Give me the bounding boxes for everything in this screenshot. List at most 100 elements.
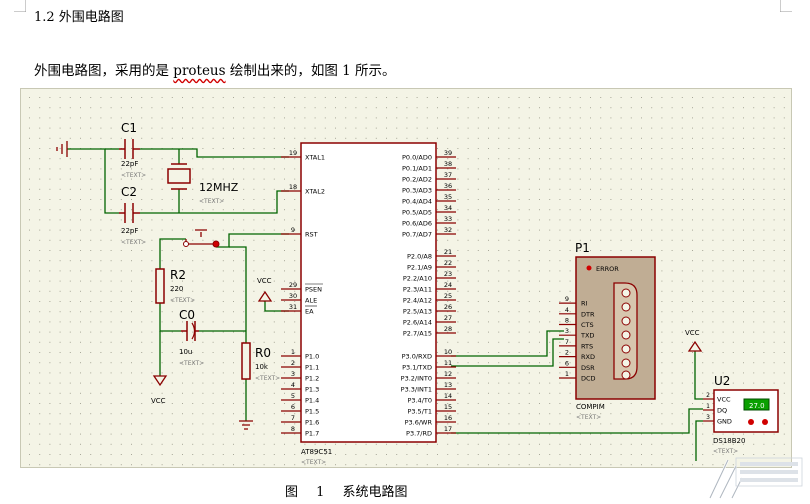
svg-text:3: 3 <box>706 414 710 421</box>
svg-text:P2.3/A11: P2.3/A11 <box>403 286 432 294</box>
svg-text:P3.7/RD: P3.7/RD <box>406 430 432 438</box>
capacitor-c2: C2 22pF <TEXT> <box>119 185 146 246</box>
svg-text:P0.7/AD7: P0.7/AD7 <box>402 231 432 239</box>
svg-text:P0.1/AD1: P0.1/AD1 <box>402 165 432 173</box>
svg-text:11: 11 <box>444 359 452 367</box>
svg-text:P2.5/A13: P2.5/A13 <box>403 308 432 316</box>
svg-text:35: 35 <box>444 193 452 201</box>
svg-text:TXD: TXD <box>580 332 594 340</box>
c2-ref: C2 <box>121 185 137 199</box>
mcu-pin-p10: 1P1.0 <box>281 348 319 361</box>
mcu-pin-p13: 4P1.3 <box>281 381 319 394</box>
svg-text:P0.2/AD2: P0.2/AD2 <box>402 176 432 184</box>
vcc-left-label: VCC <box>151 397 166 405</box>
svg-text:9: 9 <box>565 295 569 303</box>
r0-value: 10k <box>255 363 269 371</box>
vcc-right-label: VCC <box>685 329 700 337</box>
svg-text:16: 16 <box>444 414 452 422</box>
serial-port-compim: P1 ERROR 1DCD6DSR2RXD7RTS3TXD8CTS4DTR9RI… <box>559 241 656 421</box>
svg-text:23: 23 <box>444 270 452 278</box>
error-led-icon <box>586 265 592 271</box>
reset-button <box>183 229 220 248</box>
mcu-text: <TEXT> <box>301 459 326 466</box>
svg-text:P2.1/A9: P2.1/A9 <box>407 264 432 272</box>
svg-text:12: 12 <box>444 370 452 378</box>
svg-text:14: 14 <box>444 392 452 400</box>
svg-text:P2.6/A14: P2.6/A14 <box>403 319 432 327</box>
svg-text:P1.3: P1.3 <box>305 386 319 394</box>
svg-text:P3.5/T1: P3.5/T1 <box>407 408 432 416</box>
svg-text:32: 32 <box>444 226 452 234</box>
circuit-schematic: C1 22pF <TEXT> C2 22pF <TEXT> 12MHZ <TEX… <box>29 97 785 466</box>
crystal-12mhz: 12MHZ <TEXT> <box>167 163 239 205</box>
svg-text:P1.5: P1.5 <box>305 408 319 416</box>
svg-text:21: 21 <box>444 248 452 256</box>
c0-value: 10u <box>179 348 192 356</box>
svg-text:3: 3 <box>565 327 569 335</box>
sensor-name: DS18B20 <box>713 437 745 445</box>
svg-text:37: 37 <box>444 171 452 179</box>
serial-error-label: ERROR <box>596 265 619 273</box>
svg-text:DTR: DTR <box>581 310 595 318</box>
r2-value: 220 <box>170 285 183 293</box>
vcc-ea: VCC <box>257 277 273 302</box>
svg-text:VCC: VCC <box>717 396 731 404</box>
ground-symbol-r0 <box>239 420 253 430</box>
r2-text: <TEXT> <box>170 297 195 304</box>
svg-text:13: 13 <box>444 381 452 389</box>
svg-text:9: 9 <box>291 226 295 234</box>
c1-text: <TEXT> <box>121 172 146 179</box>
paragraph-text-before: 外围电路图，采用的是 <box>34 63 174 79</box>
svg-text:RI: RI <box>581 300 588 308</box>
svg-text:P0.4/AD4: P0.4/AD4 <box>402 198 432 206</box>
svg-text:19: 19 <box>289 149 297 157</box>
mcu-at89c51: 19XTAL118XTAL29RST29PSEN30ALE31EA1P1.02P… <box>281 142 456 466</box>
svg-text:DCD: DCD <box>581 375 596 383</box>
svg-text:1: 1 <box>565 370 569 378</box>
sensor-text: <TEXT> <box>713 448 738 455</box>
mcu-pin-p14: 5P1.4 <box>281 392 319 405</box>
elecfans-watermark-logo <box>708 457 803 499</box>
svg-text:RTS: RTS <box>581 342 593 350</box>
mcu-right-pins: 39P0.0/AD038P0.1/AD137P0.2/AD236P0.3/AD3… <box>401 149 456 438</box>
svg-text:P1.2: P1.2 <box>305 375 319 383</box>
svg-text:10: 10 <box>444 348 452 356</box>
svg-text:PSEN: PSEN <box>305 286 322 294</box>
serial-pin-ri: 9RI <box>559 295 588 308</box>
svg-text:25: 25 <box>444 292 452 300</box>
svg-text:38: 38 <box>444 160 452 168</box>
svg-text:P1.4: P1.4 <box>305 397 319 405</box>
c2-value: 22pF <box>121 227 138 235</box>
figure-caption: 图 1 系统电路图 <box>285 485 408 500</box>
c1-ref: C1 <box>121 121 137 135</box>
vcc-mid-label: VCC <box>257 277 272 285</box>
capacitor-c1: C1 22pF <TEXT> <box>119 121 146 179</box>
svg-text:31: 31 <box>289 303 297 311</box>
svg-text:7: 7 <box>565 338 569 346</box>
mcu-pin-p12: 3P1.2 <box>281 370 319 383</box>
svg-text:18: 18 <box>289 183 297 191</box>
capacitor-c0: C0 10u <TEXT> <box>179 308 204 367</box>
crystal-label: 12MHZ <box>199 181 239 194</box>
c1-value: 22pF <box>121 160 138 168</box>
svg-text:1: 1 <box>706 403 710 410</box>
c0-ref: C0 <box>179 308 195 322</box>
